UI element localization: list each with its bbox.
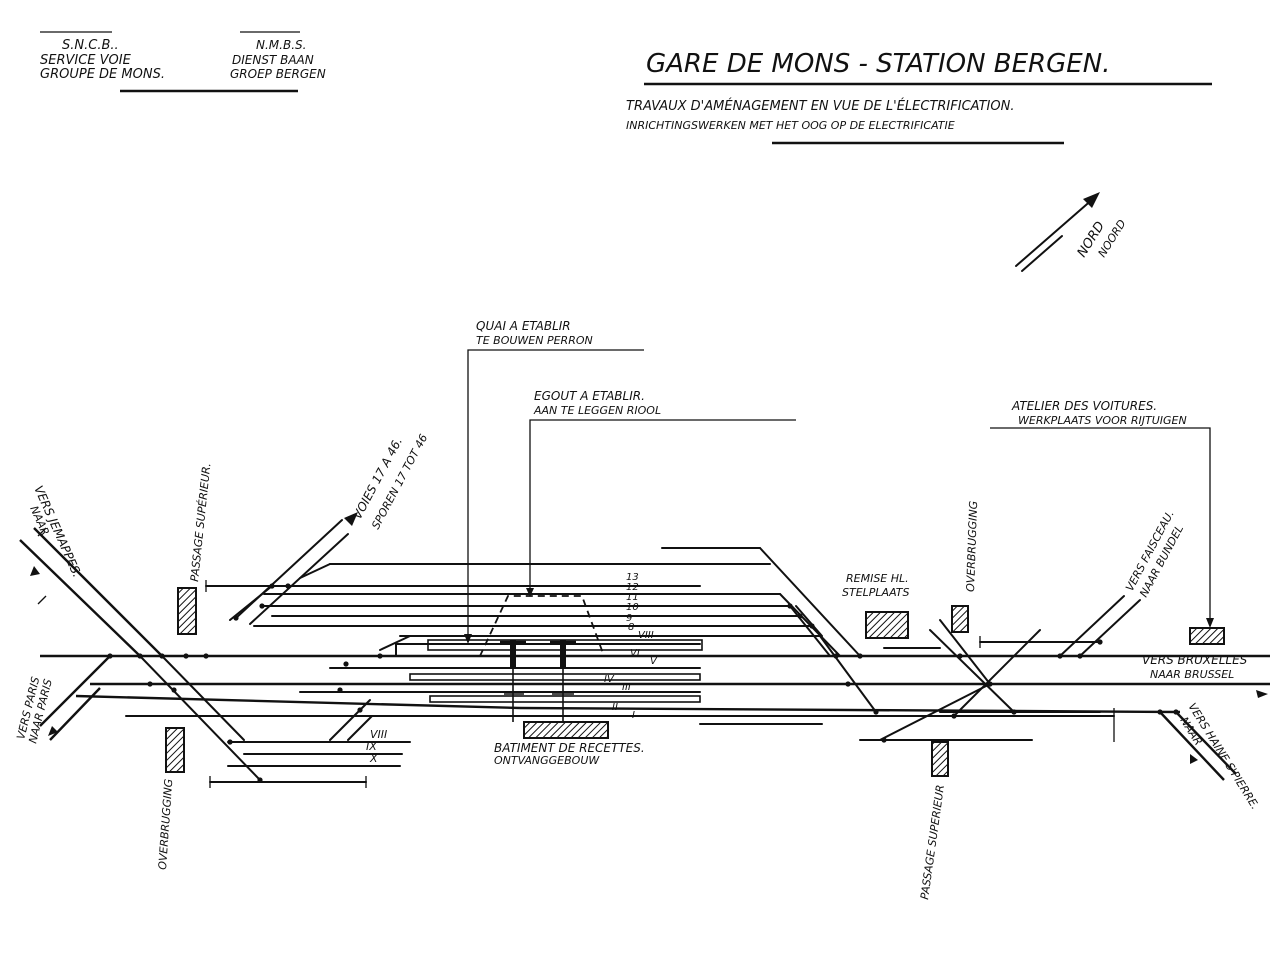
header-nl-2: DIENST BAAN (232, 53, 314, 67)
tn-11: 11 (626, 592, 639, 603)
label-quai-nl: TE BOUWEN PERRON (476, 334, 593, 347)
page-title: GARE DE MONS - STATION BERGEN. (646, 49, 1110, 79)
track-numbers: 13 12 11 10 9 8 VIII VI V IV III II I VI… (366, 572, 658, 765)
egout-outline (479, 595, 605, 657)
header-fr-3: GROUPE DE MONS. (40, 67, 165, 82)
header-nl-3: GROEP BERGEN (230, 67, 326, 81)
label-batiment-nl: ONTVANGGEBOUW (494, 754, 600, 767)
tn-IV: IV (604, 674, 615, 685)
label-passage-right: PASSAGE SUPERIEUR (918, 784, 947, 901)
label-atelier-nl: WERKPLAATS VOOR RIJTUIGEN (1018, 414, 1187, 427)
north-arrow: NORD NOORD (1015, 192, 1129, 272)
label-remise-nl: STELPLAATS (842, 586, 910, 599)
switch-marks (107, 583, 1179, 783)
label-overbrugging-right: OVERBRUGGING (964, 501, 980, 592)
label-overbrugging-left: OVERBRUGGING (156, 778, 175, 870)
north-arrow-icon (1015, 197, 1095, 267)
header-nl-1: N.M.B.S. (256, 38, 306, 52)
atelier-voitures (1189, 627, 1225, 645)
label-quai-fr: QUAI A ETABLIR (476, 319, 571, 333)
tn-lower-X: X (369, 752, 378, 765)
station-building (523, 721, 609, 739)
label-bruxelles-nl: NAAR BRUSSEL (1150, 668, 1234, 681)
label-passage-left: PASSAGE SUPÉRIEUR. (188, 462, 213, 582)
tn-13: 13 (626, 572, 639, 583)
label-remise-fr: REMISE HL. (846, 572, 909, 585)
label-haine-fr: VERS HAINE S'PIERRE. (1185, 701, 1261, 812)
header-left: S.N.C.B.. SERVICE VOIE GROUPE DE MONS. N… (40, 31, 326, 93)
passage-superieur-left (177, 587, 197, 635)
remise-hl (865, 611, 909, 639)
tracks (19, 512, 1270, 788)
callout-egout: EGOUT A ETABLIR. AAN TE LEGGEN RIOOL (526, 389, 796, 597)
main-track-lower (75, 694, 521, 710)
tn-VI: VI (630, 648, 640, 659)
tn-lower-IX: IX (366, 740, 377, 753)
platform-2 (409, 673, 701, 681)
tn-lower-VIII: VIII (370, 728, 387, 741)
label-batiment-fr: BATIMENT DE RECETTES. (494, 741, 645, 755)
tn-III: III (622, 682, 631, 693)
subtitle-nl: INRICHTINGSWERKEN MET HET OOG OP DE ELEC… (626, 119, 955, 132)
passage-superieur-right (931, 741, 949, 777)
tn-12: 12 (626, 582, 639, 593)
station-area (409, 595, 703, 739)
tn-VIII: VIII (638, 630, 654, 641)
tn-I: I (632, 710, 635, 721)
tn-9: 9 (626, 613, 632, 624)
subtitle-fr: TRAVAUX D'AMÉNAGEMENT EN VUE DE L'ÉLECTR… (626, 98, 1014, 114)
label-egout-fr: EGOUT A ETABLIR. (534, 389, 645, 403)
header-fr-1: S.N.C.B.. (62, 38, 119, 53)
header-fr-2: SERVICE VOIE (40, 53, 132, 68)
tn-10: 10 (626, 602, 639, 613)
callout-atelier: ATELIER DES VOITURES. WERKPLAATS VOOR RI… (990, 399, 1214, 628)
overbrugging-right (951, 605, 969, 633)
tn-8: 8 (628, 622, 634, 633)
label-egout-nl: AAN TE LEGGEN RIOOL (533, 404, 661, 417)
overbrugging-left (165, 727, 185, 773)
platform-3 (429, 695, 701, 703)
label-atelier-fr: ATELIER DES VOITURES. (1011, 399, 1157, 413)
title-block: GARE DE MONS - STATION BERGEN. TRAVAUX D… (626, 49, 1212, 145)
tn-II: II (612, 702, 618, 713)
tn-V: V (650, 656, 658, 667)
